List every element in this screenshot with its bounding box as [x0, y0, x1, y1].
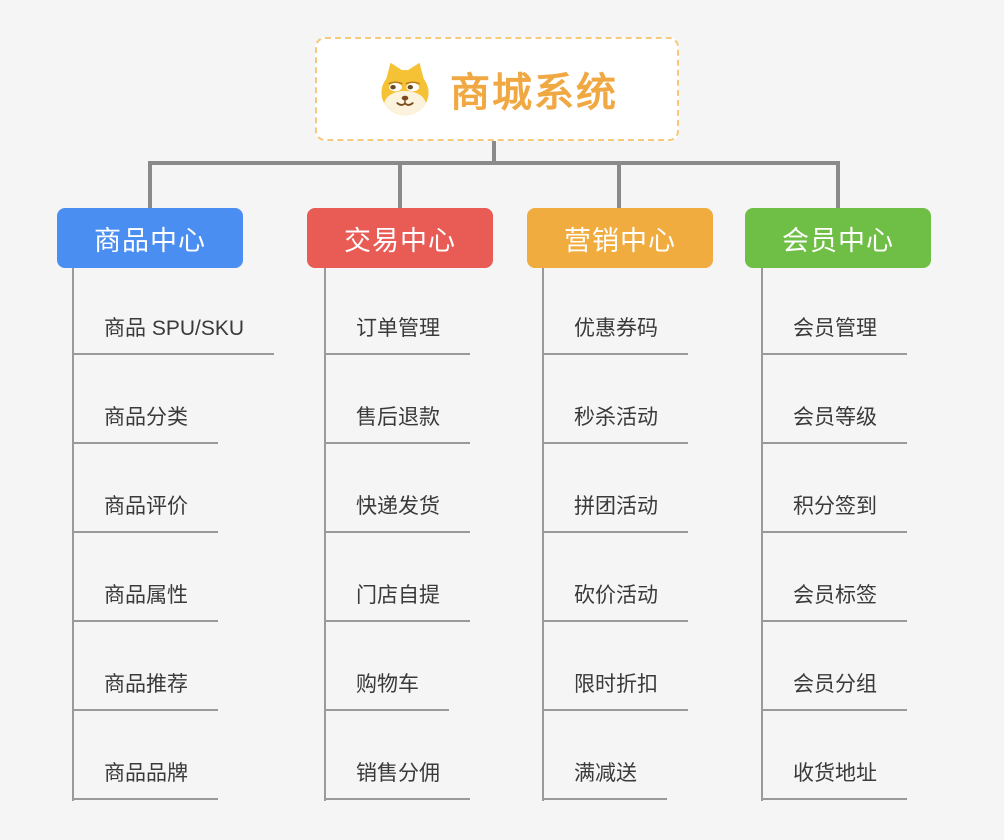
leaf-node[interactable]: 订单管理 — [324, 315, 470, 355]
leaf-node[interactable]: 商品属性 — [72, 582, 218, 622]
branch-node-trade-center[interactable]: 交易中心 — [307, 208, 493, 268]
connector-bus — [148, 161, 840, 165]
leaf-node[interactable]: 会员分组 — [761, 671, 907, 711]
leaf-node[interactable]: 快递发货 — [324, 493, 470, 533]
leaf-node[interactable]: 优惠券码 — [542, 315, 688, 355]
connector-column-3 — [542, 268, 544, 801]
dog-face-icon — [376, 60, 434, 118]
leaf-node[interactable]: 砍价活动 — [542, 582, 688, 622]
connector-column-2 — [324, 268, 326, 801]
leaf-node[interactable]: 销售分佣 — [324, 760, 470, 800]
leaf-node[interactable]: 秒杀活动 — [542, 404, 688, 444]
branch-node-marketing-center[interactable]: 营销中心 — [527, 208, 713, 268]
leaf-node[interactable]: 会员标签 — [761, 582, 907, 622]
leaf-node[interactable]: 售后退款 — [324, 404, 470, 444]
leaf-node[interactable]: 商品评价 — [72, 493, 218, 533]
connector-root-stem — [492, 141, 496, 165]
connector-column-4 — [761, 268, 763, 801]
leaf-node[interactable]: 商品 SPU/SKU — [72, 315, 275, 355]
leaf-node[interactable]: 满减送 — [542, 760, 667, 800]
leaf-node[interactable]: 商品品牌 — [72, 760, 218, 800]
leaf-node[interactable]: 限时折扣 — [542, 671, 688, 711]
connector-drop-1 — [148, 161, 152, 210]
leaf-node[interactable]: 购物车 — [324, 671, 449, 711]
connector-column-1 — [72, 268, 74, 801]
leaf-node[interactable]: 拼团活动 — [542, 493, 688, 533]
leaf-node[interactable]: 收货地址 — [761, 760, 907, 800]
root-node[interactable]: 商城系统 — [315, 37, 679, 141]
branch-node-member-center[interactable]: 会员中心 — [745, 208, 931, 268]
root-title: 商城系统 — [450, 71, 618, 115]
connector-drop-3 — [617, 161, 621, 210]
connector-drop-2 — [398, 161, 402, 210]
leaf-node[interactable]: 会员等级 — [761, 404, 907, 444]
leaf-node[interactable]: 门店自提 — [324, 582, 470, 622]
leaf-node[interactable]: 商品分类 — [72, 404, 218, 444]
leaf-node[interactable]: 积分签到 — [761, 493, 907, 533]
connector-drop-4 — [836, 161, 840, 210]
leaf-node[interactable]: 会员管理 — [761, 315, 907, 355]
branch-node-product-center[interactable]: 商品中心 — [57, 208, 243, 268]
leaf-node[interactable]: 商品推荐 — [72, 671, 218, 711]
